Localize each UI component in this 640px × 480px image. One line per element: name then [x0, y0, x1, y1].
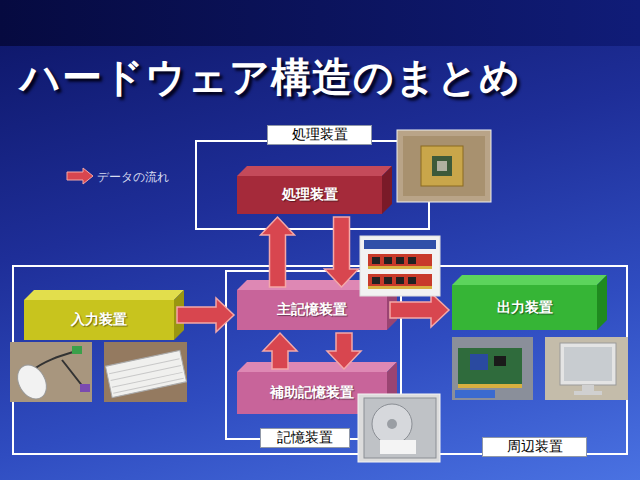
memory-photo — [408, 277, 416, 284]
mouse-photo — [72, 346, 82, 354]
memory-photo — [396, 257, 404, 264]
graphics-card-photo — [452, 337, 533, 400]
keyboard-photo — [113, 378, 183, 393]
device-box: 処理装置 — [237, 176, 382, 214]
cpu-photo — [403, 136, 485, 196]
monitor-photo — [560, 343, 616, 385]
data-flow-arrow — [325, 217, 359, 287]
group-label: 処理装置 — [267, 125, 372, 145]
data-flow-arrow — [263, 333, 297, 369]
graphics-card-photo — [452, 337, 533, 400]
device-box: 入力装置 — [24, 300, 174, 340]
monitor-photo — [582, 385, 594, 392]
memory-photo — [384, 257, 392, 264]
title-band — [0, 0, 640, 46]
keyboard-photo — [109, 359, 179, 374]
hard-disk-photo — [358, 394, 440, 462]
keyboard-photo — [106, 350, 187, 397]
memory-photo — [384, 277, 392, 284]
cpu-photo — [432, 156, 452, 176]
keyboard-photo — [112, 372, 182, 387]
monitor-photo — [564, 347, 612, 381]
cpu-photo — [397, 130, 491, 202]
memory-photo — [360, 236, 440, 296]
box-side-face — [597, 275, 607, 330]
hard-disk-photo — [358, 394, 440, 462]
hard-disk-photo — [372, 404, 412, 444]
group-frame: 処理装置処理装置 — [195, 140, 430, 230]
mouse-photo — [10, 342, 92, 404]
box-label: 補助記憶装置 — [270, 384, 354, 402]
device-box: 出力装置 — [452, 285, 597, 330]
box-label: 処理装置 — [282, 186, 338, 204]
keyboard-photo — [109, 359, 184, 394]
graphics-card-photo — [494, 356, 506, 366]
graphics-card-photo — [458, 384, 522, 388]
monitor-photo — [545, 337, 628, 400]
cpu-photo — [397, 130, 491, 202]
hard-disk-photo — [387, 419, 397, 429]
mouse-photo — [62, 360, 84, 388]
data-flow-arrow — [261, 217, 295, 287]
monitor-photo — [545, 337, 628, 400]
hard-disk-photo — [380, 440, 416, 454]
memory-photo — [368, 254, 432, 268]
hard-disk-photo — [364, 398, 436, 458]
cpu-photo — [421, 146, 463, 186]
data-flow-arrow — [327, 333, 361, 369]
memory-photo — [360, 236, 440, 296]
cpu-photo — [437, 161, 447, 171]
graphics-card-photo — [455, 390, 495, 398]
keyboard-photo — [104, 342, 187, 402]
box-top-face — [237, 166, 392, 176]
memory-photo — [396, 277, 404, 284]
legend-text: データの流れ — [97, 169, 169, 186]
memory-photo — [368, 266, 432, 269]
data-flow-arrow — [177, 298, 234, 332]
memory-photo — [408, 257, 416, 264]
memory-photo — [368, 286, 432, 289]
group-label: 記憶装置 — [260, 428, 350, 448]
memory-photo — [364, 240, 436, 249]
legend-arrow — [67, 168, 93, 184]
box-label: 主記憶装置 — [277, 301, 347, 319]
keyboard-photo — [104, 342, 187, 402]
keyboard-photo — [111, 366, 181, 381]
box-side-face — [382, 166, 392, 214]
box-label: 入力装置 — [71, 311, 127, 329]
box-top-face — [237, 362, 397, 372]
graphics-card-photo — [470, 354, 488, 370]
box-top-face — [452, 275, 607, 285]
memory-photo — [372, 277, 380, 284]
box-label: 出力装置 — [497, 299, 553, 317]
graphics-card-photo — [458, 348, 522, 384]
memory-photo — [368, 274, 432, 288]
mouse-photo — [80, 384, 90, 392]
monitor-photo — [574, 391, 602, 395]
slide-title: ハードウェア構造のまとめ — [20, 50, 521, 105]
memory-photo — [372, 257, 380, 264]
mouse-photo — [12, 360, 53, 404]
group-label: 周辺装置 — [482, 437, 587, 457]
data-flow-arrow — [390, 293, 449, 327]
box-top-face — [24, 290, 184, 300]
